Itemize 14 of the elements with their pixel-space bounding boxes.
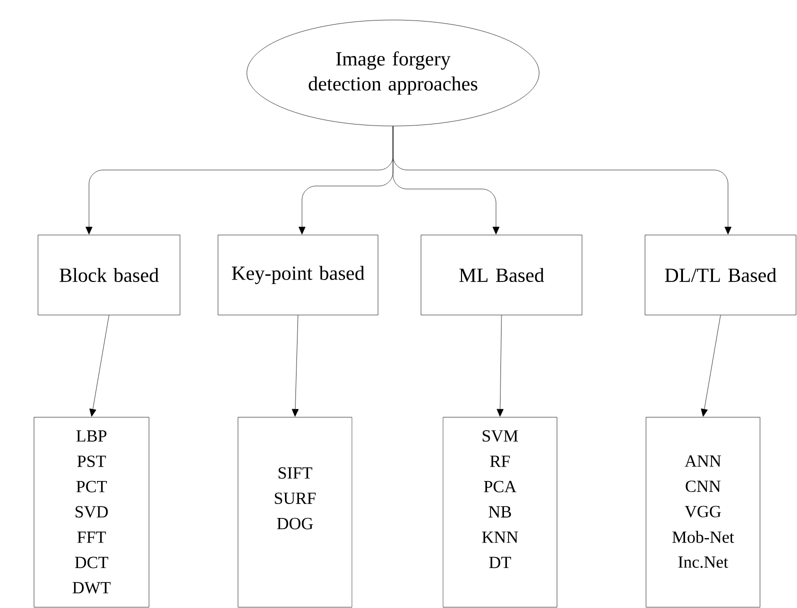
category-box: DL/TL Based — [644, 234, 796, 316]
ellipse-node: Image forgery detection approaches — [246, 20, 540, 126]
method-list-box: SVM RF PCA NB KNN DT — [442, 417, 558, 608]
arrow — [392, 126, 732, 234]
method-list-box: ANN CNN VGG Mob-Net Inc.Net — [646, 417, 760, 608]
arrow — [292, 315, 299, 417]
arrow — [496, 315, 504, 417]
method-list-box: LBP PST PCT SVD FFT DCT DWT — [34, 417, 150, 608]
arrow — [89, 315, 110, 417]
method-list-box: SIFT SURF DOG — [238, 417, 352, 608]
category-box: Block based — [38, 234, 180, 316]
category-box: Key-point based — [218, 234, 378, 316]
category-box: ML Based — [420, 234, 582, 316]
arrow — [700, 315, 721, 417]
